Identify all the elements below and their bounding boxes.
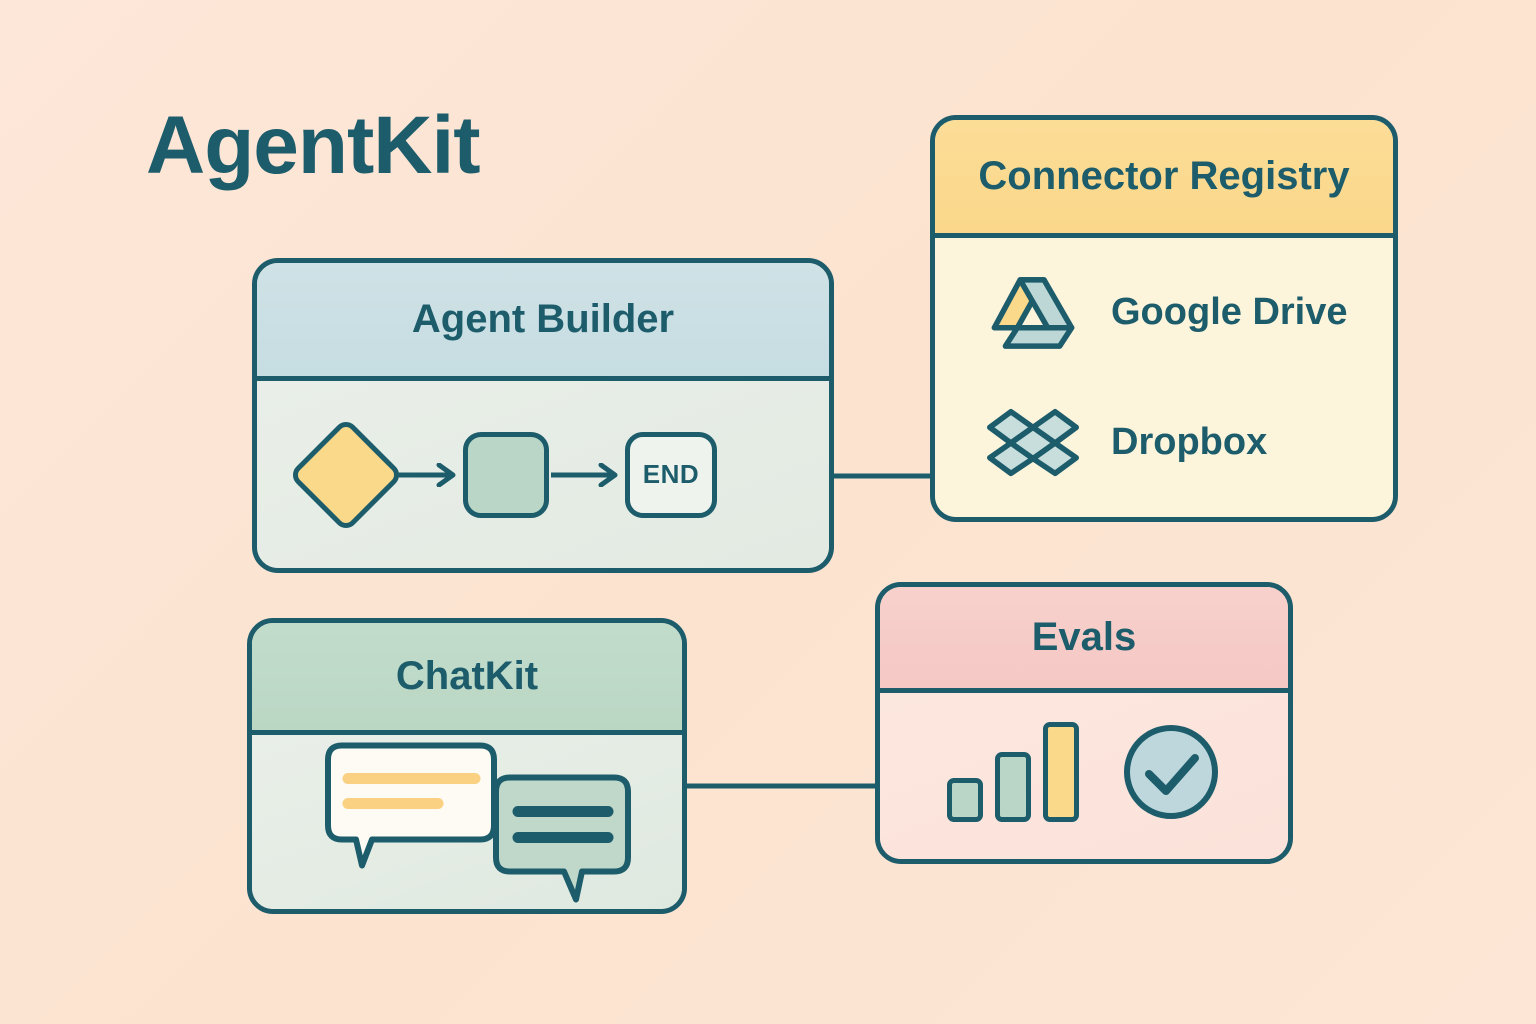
connector-label-google-drive: Google Drive [1111,291,1348,333]
card-agent-builder[interactable]: Agent Builder END [252,258,834,573]
flow-process-node[interactable] [463,431,549,518]
card-chatkit[interactable]: ChatKit [247,618,687,914]
card-connector-registry[interactable]: Connector Registry Google Drive [930,115,1398,522]
evals-content [947,722,1221,830]
connector-registry-body: Google Drive Dropbox [935,238,1393,517]
evals-header: Evals [880,587,1288,693]
chat-bubbles-group [252,735,682,909]
chatkit-body [252,735,682,909]
connector-label-dropbox: Dropbox [1111,421,1268,463]
incoming-bubble[interactable] [493,774,631,903]
agent-builder-title: Agent Builder [411,297,675,341]
evals-title: Evals [1031,615,1137,659]
outgoing-bubble[interactable] [325,742,497,869]
dropbox-icon [987,408,1079,476]
chatkit-title: ChatKit [395,654,539,698]
evals-bar-small [947,778,983,822]
card-evals[interactable]: Evals [875,582,1293,864]
evals-bar-large [1043,722,1079,822]
agent-builder-body: END [257,381,829,568]
flow-end-label: END [642,459,700,489]
agent-flow-diagram: END [288,416,717,533]
connector-registry-header: Connector Registry [935,120,1393,238]
connector-registry-title: Connector Registry [978,154,1350,198]
check-circle-icon [1124,725,1218,819]
flow-end-node[interactable]: END [625,431,717,518]
evals-bar-chart [947,722,1079,822]
evals-bar-medium [995,752,1031,822]
flow-arrow-2 [551,462,618,487]
connector-item-google-drive[interactable]: Google Drive [935,267,1393,359]
flow-decision-diamond[interactable] [288,416,404,533]
google-drive-icon [991,276,1075,349]
chatkit-header: ChatKit [252,623,682,735]
evals-body [880,693,1288,859]
agent-builder-header: Agent Builder [257,263,829,381]
page-title: AgentKit [146,100,481,191]
connector-item-dropbox[interactable]: Dropbox [935,397,1393,489]
